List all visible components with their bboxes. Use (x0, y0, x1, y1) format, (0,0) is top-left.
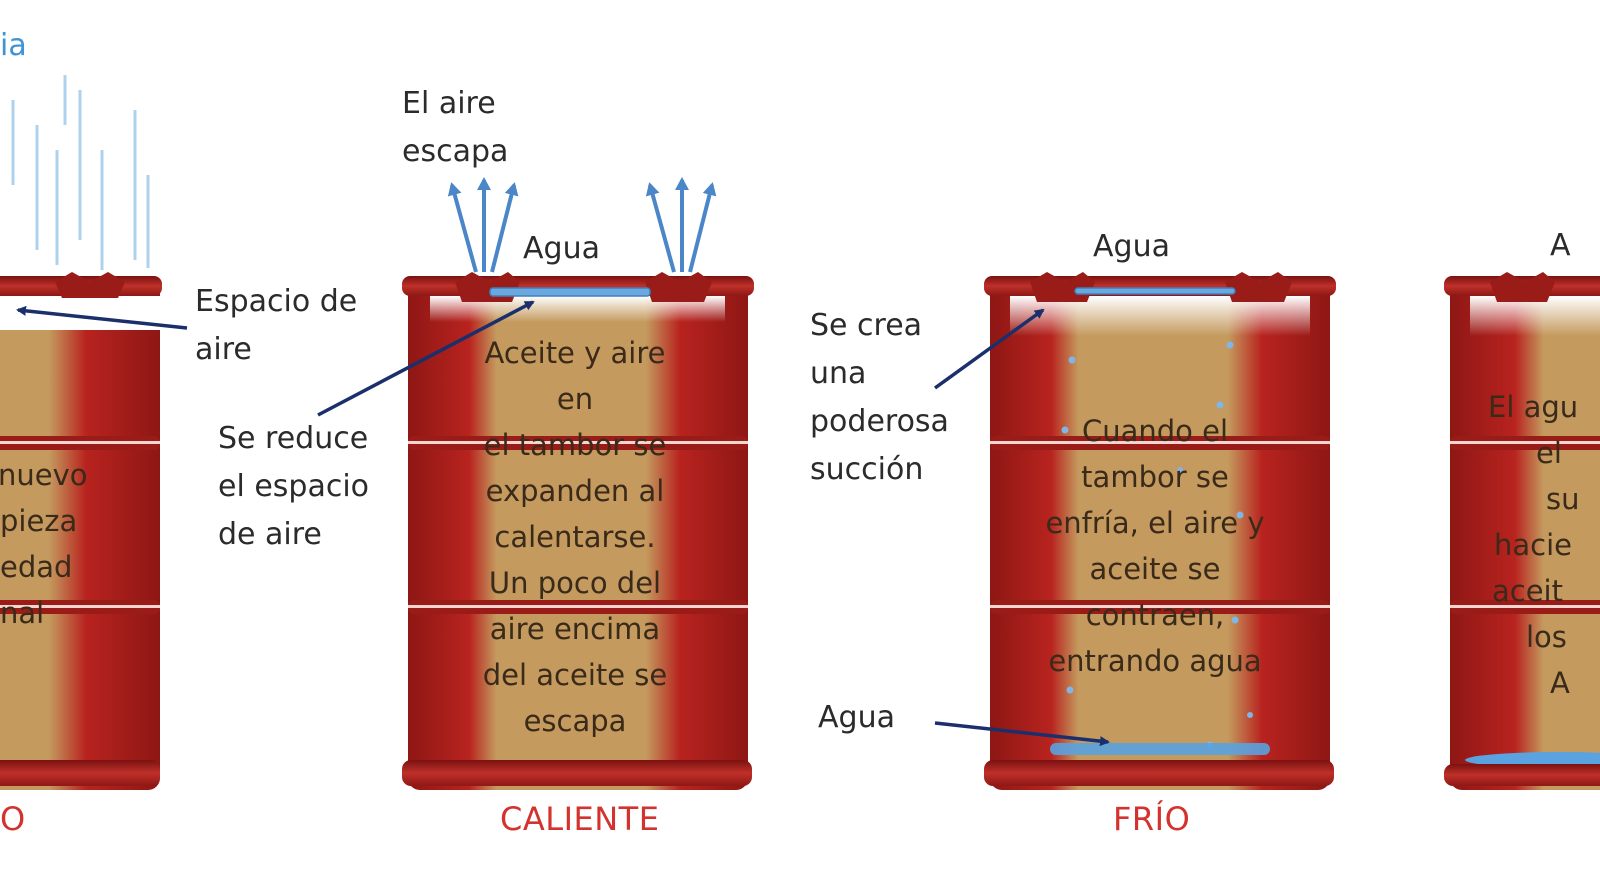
air-escapes-label: El aire escapa (402, 86, 509, 169)
drum-4-text: El agu el su hacie aceit los A (1488, 390, 1580, 700)
drum-3-caption: FRÍO (1113, 800, 1191, 838)
space-reduced-label: Se reduce el espacio de aire (218, 421, 370, 552)
suction-label: Se crea una poderosa succión (810, 308, 949, 487)
rain-streaks (11, 75, 150, 270)
water-top-label-right: A (1550, 228, 1571, 263)
drum-1 (0, 272, 162, 790)
drum-1-caption: O (0, 800, 26, 838)
water-top-label-cold: Agua (1093, 229, 1170, 264)
drum-2 (402, 272, 754, 790)
drum-3 (984, 272, 1336, 790)
drum-2-caption: CALIENTE (500, 800, 660, 838)
drum-4 (1444, 272, 1600, 790)
air-escape-arrows (447, 177, 717, 273)
water-bottom-label: Agua (818, 700, 895, 735)
rain-label: ia (0, 28, 27, 63)
drum-3-text: Cuando el tambor se enfría, el aire y ac… (1045, 414, 1265, 678)
drum-1-text: nuevo pieza edad nal (0, 458, 88, 630)
water-top-label: Agua (523, 231, 600, 266)
air-space-label: Espacio de aire (195, 284, 358, 367)
pointer-arrows (16, 300, 1110, 747)
drum-2-text: Aceite y aire en el tambor se expanden a… (482, 336, 668, 738)
